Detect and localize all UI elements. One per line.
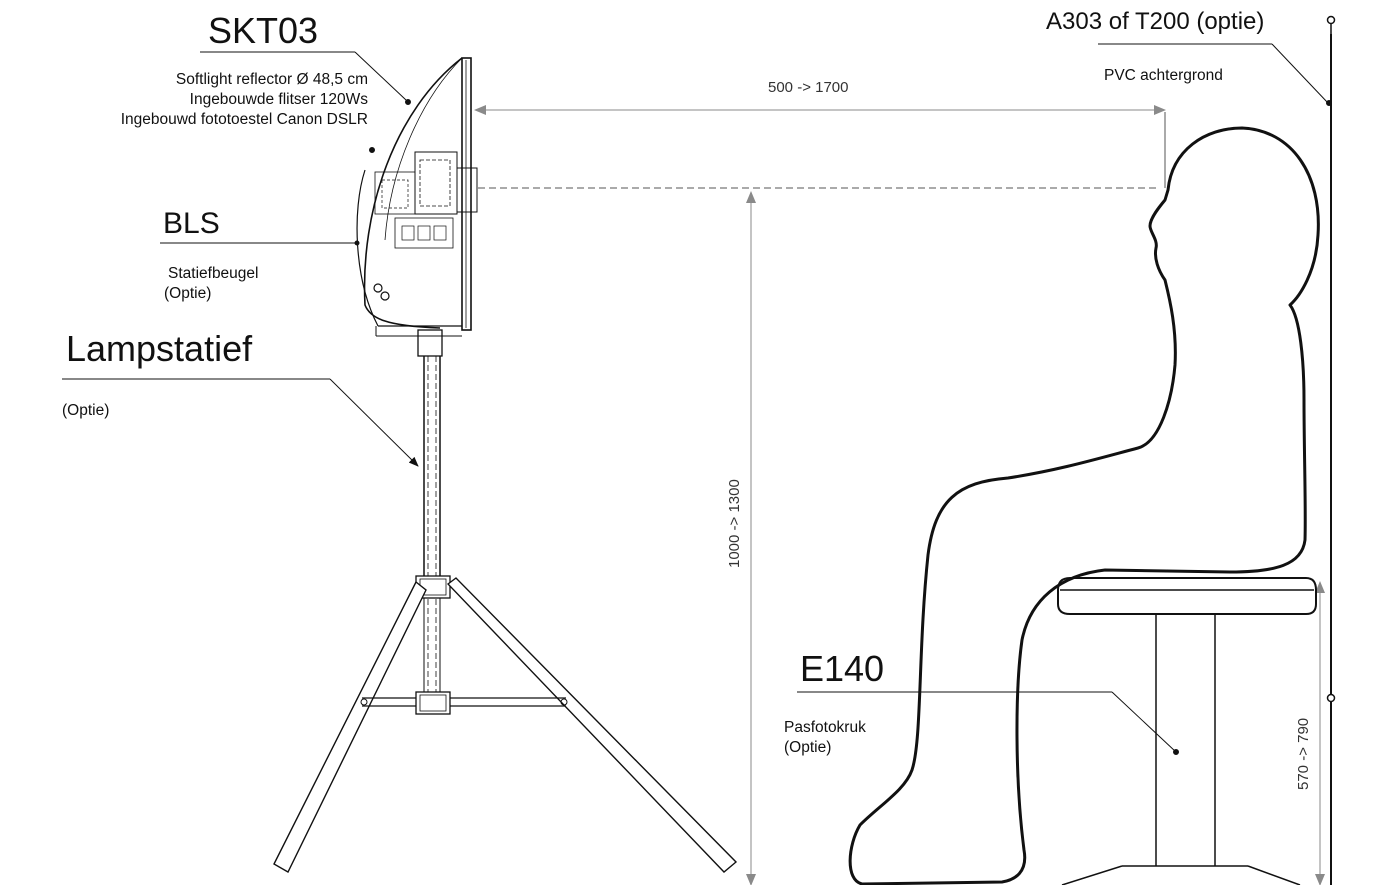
distance-label: 500 -> 1700 bbox=[768, 79, 849, 96]
seat-label: 570 -> 790 bbox=[1295, 717, 1312, 790]
bls-title: BLS bbox=[163, 207, 220, 240]
backdrop-subtitle: PVC achtergrond bbox=[1104, 67, 1223, 84]
height-label: 1000 -> 1300 bbox=[726, 479, 743, 568]
person-silhouette bbox=[848, 126, 1320, 885]
skt03-leader bbox=[200, 51, 407, 101]
lampstatief-leader bbox=[62, 378, 419, 467]
lampstatief-line-1: (Optie) bbox=[62, 402, 110, 419]
lampstatief-title: Lampstatief bbox=[66, 328, 253, 369]
skt03-line-1: Softlight reflector Ø 48,5 cm bbox=[175, 71, 368, 88]
bls-line-1: Statiefbeugel bbox=[168, 265, 259, 282]
stool-e140 bbox=[1057, 577, 1317, 885]
e140-title: E140 bbox=[800, 648, 885, 689]
backdrop-leader bbox=[1098, 43, 1329, 104]
reflector-skt03 bbox=[354, 57, 478, 337]
lamp-stand bbox=[273, 329, 738, 873]
skt03-line-3: Ingebouwd fototoestel Canon DSLR bbox=[120, 111, 368, 128]
skt03-title: SKT03 bbox=[208, 10, 319, 51]
skt03-line-2: Ingebouwde flitser 120Ws bbox=[189, 91, 368, 108]
distance-dimension bbox=[474, 105, 1166, 188]
e140-line-1: Pasfotokruk bbox=[784, 719, 866, 736]
bls-line-2: (Optie) bbox=[164, 285, 212, 302]
backdrop-pole bbox=[1326, 15, 1336, 885]
e140-leader bbox=[797, 691, 1177, 753]
backdrop-title: A303 of T200 (optie) bbox=[1046, 8, 1265, 35]
e140-line-2: (Optie) bbox=[784, 739, 832, 756]
